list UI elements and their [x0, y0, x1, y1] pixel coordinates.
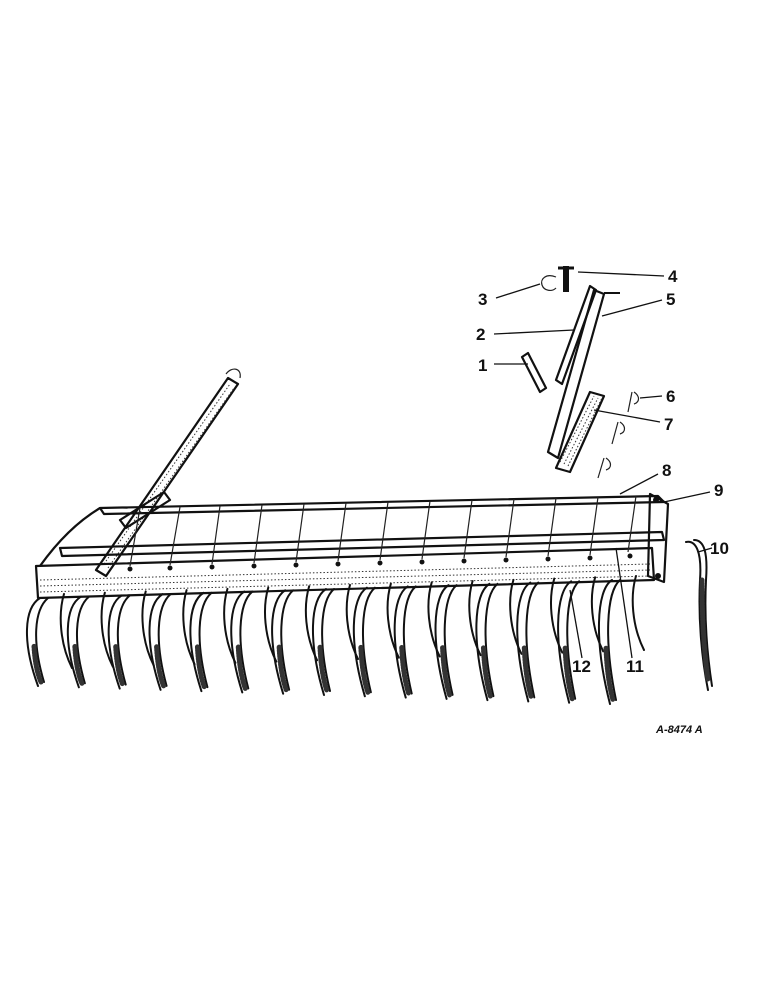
back-tine [141, 590, 155, 667]
back-tine [100, 591, 114, 668]
callout-10: 10 [710, 539, 729, 558]
tines-group [26, 575, 645, 705]
spare-tine-part [685, 539, 713, 691]
spring-clip-part-2 [611, 421, 626, 445]
callout-5: 5 [666, 290, 675, 309]
callout-1: 1 [478, 356, 487, 375]
back-tine [468, 580, 482, 657]
back-tine [345, 584, 359, 660]
tine [26, 597, 49, 687]
tine [393, 585, 417, 699]
rake-frame [34, 492, 670, 600]
back-tine [59, 593, 73, 669]
tine [516, 581, 540, 703]
tine [434, 584, 458, 700]
spring-clip-part-3 [597, 457, 612, 479]
tine [189, 591, 213, 693]
back-tine [590, 576, 605, 653]
callout-9: 9 [714, 481, 723, 500]
tine [230, 590, 254, 694]
tine [148, 593, 172, 691]
back-tine [631, 575, 645, 651]
tine [66, 595, 90, 689]
rake-handle [94, 368, 241, 578]
tine [311, 588, 335, 696]
tine [557, 580, 581, 704]
long-bar-part [546, 288, 606, 460]
callout-8: 8 [662, 461, 671, 480]
tine [107, 594, 131, 690]
toothed-plate-teeth [559, 395, 603, 467]
leader-lines [493, 271, 713, 659]
callout-7: 7 [664, 415, 673, 434]
back-tine [509, 578, 523, 655]
callout-labels: 3 4 2 5 1 6 7 8 9 10 12 11 [476, 267, 729, 676]
pin-part [563, 266, 569, 292]
callout-2: 2 [476, 325, 485, 344]
toothed-plate-part [554, 390, 606, 474]
tine [598, 579, 621, 705]
back-tine [550, 577, 564, 654]
callout-4: 4 [668, 267, 678, 286]
back-tine [427, 581, 441, 658]
clevis-part [541, 275, 557, 291]
tine [475, 582, 499, 702]
callout-11: 11 [626, 657, 644, 676]
handle-piece-part [520, 351, 548, 394]
figure-reference-code: A-8474 A [655, 724, 703, 736]
back-tine [386, 582, 400, 659]
back-tine [304, 585, 319, 662]
tine [271, 589, 295, 695]
back-tine [182, 589, 196, 666]
exploded-parts [520, 266, 640, 479]
callout-12: 12 [572, 657, 591, 676]
spring-clip-part [627, 391, 640, 413]
callout-3: 3 [478, 290, 487, 309]
callout-6: 6 [666, 387, 675, 406]
tine [352, 586, 376, 698]
back-tine [264, 586, 278, 663]
